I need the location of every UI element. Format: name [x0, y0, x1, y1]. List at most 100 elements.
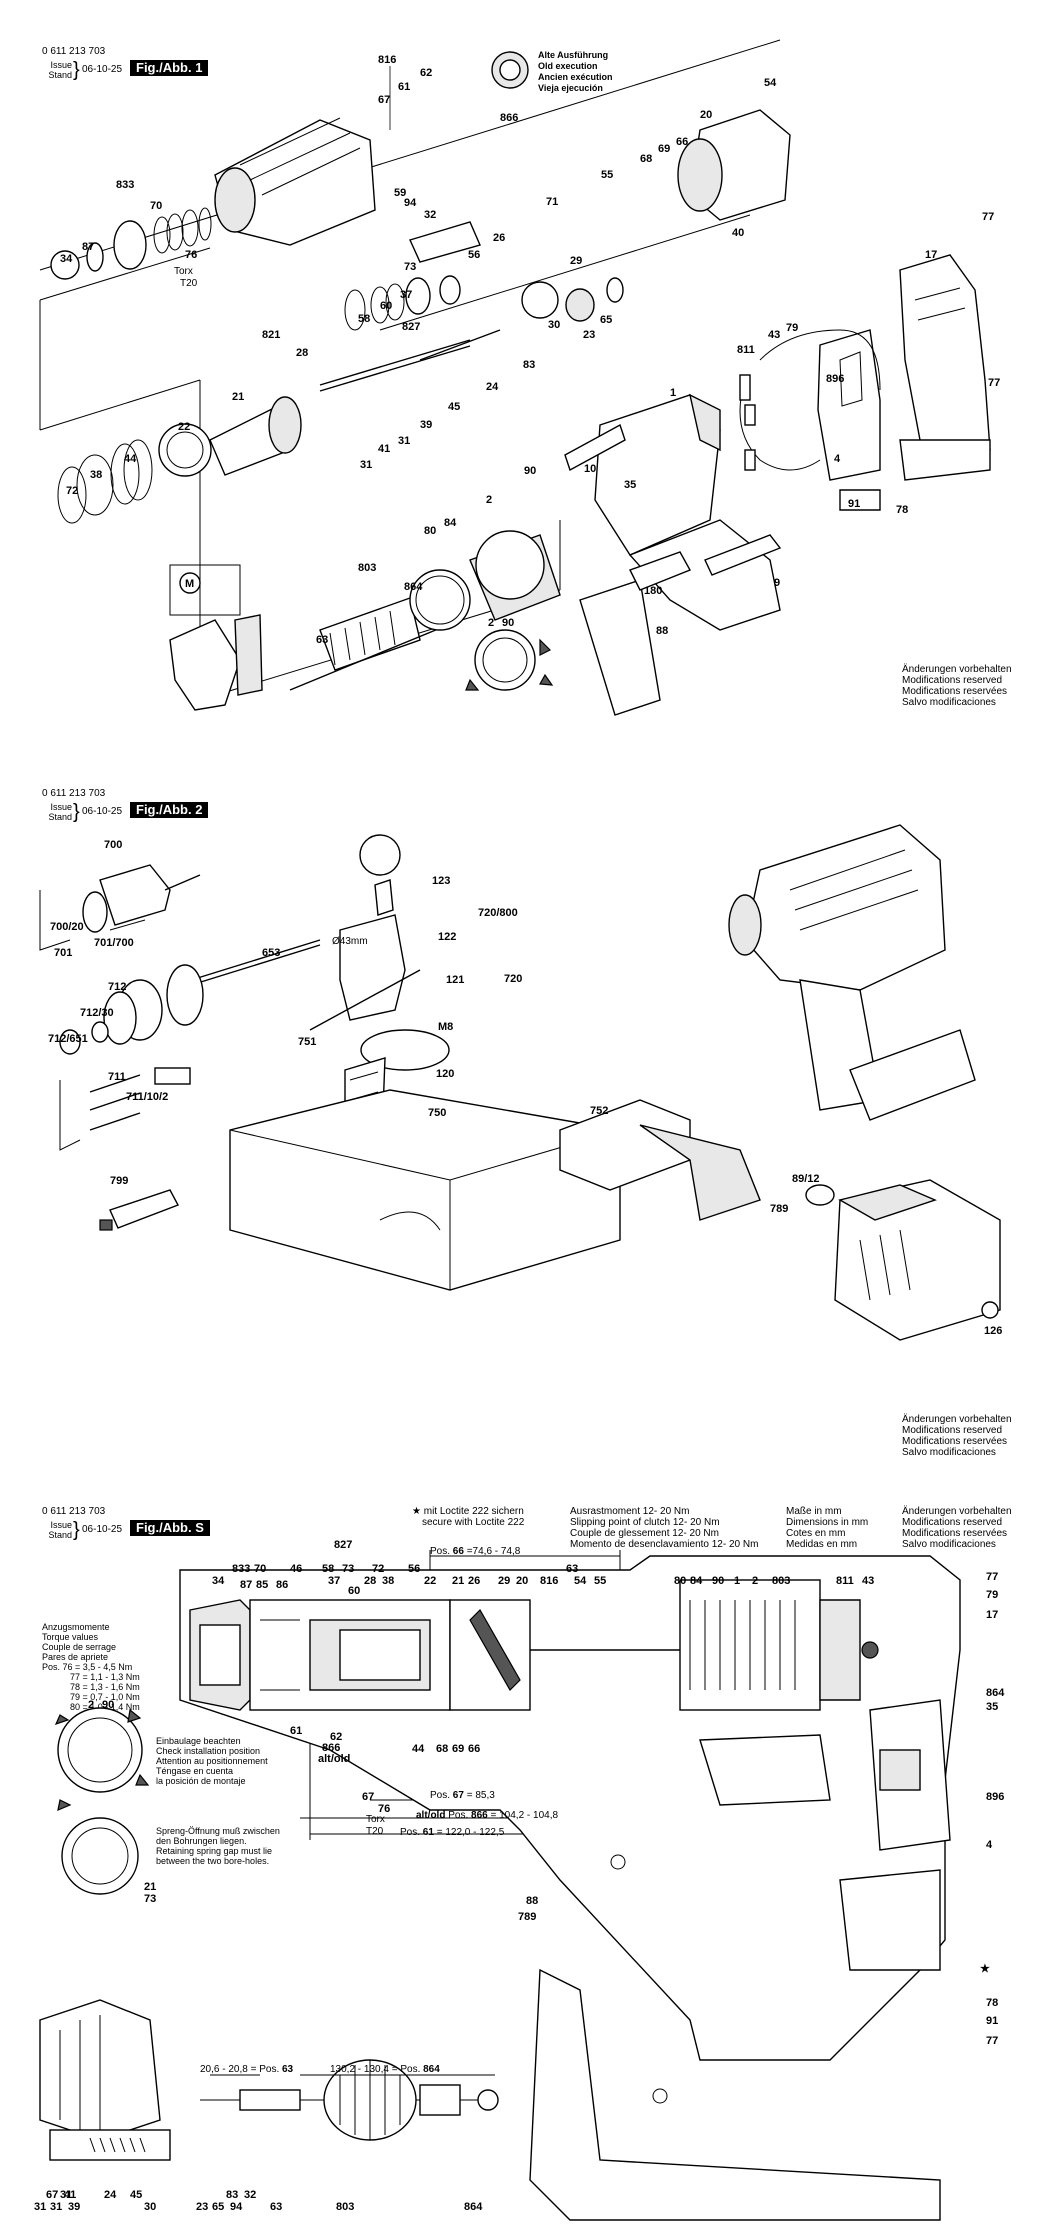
svg-text:701/700: 701/700 — [94, 937, 134, 949]
svg-text:31: 31 — [398, 435, 410, 447]
svg-text:120: 120 — [436, 1068, 454, 1080]
svg-text:71: 71 — [546, 196, 558, 208]
svg-text:789: 789 — [518, 1911, 536, 1923]
svg-text:653: 653 — [262, 947, 280, 959]
torque-values: Anzugsmomente Torque values Couple de se… — [42, 1622, 140, 1712]
svg-text:45: 45 — [448, 401, 460, 413]
svg-text:91: 91 — [986, 2015, 998, 2027]
svg-text:67: 67 — [362, 1791, 374, 1803]
svg-text:60: 60 — [380, 300, 392, 312]
svg-text:79: 79 — [786, 322, 798, 334]
svg-text:811: 811 — [737, 344, 755, 356]
svg-text:90: 90 — [524, 465, 536, 477]
svg-text:66: 66 — [468, 1743, 480, 1755]
svg-text:821: 821 — [262, 329, 280, 341]
svg-text:55: 55 — [601, 169, 613, 181]
svg-text:711/10/2: 711/10/2 — [126, 1091, 168, 1103]
svg-text:43: 43 — [768, 329, 780, 341]
svg-text:4: 4 — [986, 1839, 993, 1851]
svg-text:35: 35 — [624, 479, 636, 491]
svg-text:1: 1 — [670, 387, 676, 399]
svg-text:77: 77 — [988, 377, 1000, 389]
modifications-note-s: Änderungen vorbehalten Modifications res… — [902, 1506, 1012, 1550]
svg-text:67: 67 — [46, 2189, 58, 2201]
spring-gap-note: Spreng-Öffnung muß zwischen den Bohrunge… — [156, 1826, 280, 1866]
svg-text:61: 61 — [290, 1725, 302, 1737]
svg-text:17: 17 — [925, 249, 937, 261]
svg-text:M8: M8 — [438, 1021, 453, 1033]
svg-text:32: 32 — [424, 209, 436, 221]
svg-text:Ø43mm: Ø43mm — [332, 936, 368, 947]
svg-text:68: 68 — [436, 1743, 448, 1755]
svg-text:41: 41 — [64, 2189, 76, 2201]
svg-text:712/30: 712/30 — [80, 1007, 114, 1019]
svg-text:866: 866 — [322, 1742, 340, 1754]
svg-text:72: 72 — [372, 1563, 384, 1575]
svg-text:22: 22 — [424, 1575, 436, 1587]
svg-text:90: 90 — [712, 1575, 724, 1587]
svg-text:44: 44 — [124, 453, 137, 465]
svg-text:30: 30 — [548, 319, 560, 331]
svg-text:126: 126 — [984, 1325, 1002, 1337]
svg-text:38: 38 — [382, 1575, 394, 1587]
svg-text:24: 24 — [486, 381, 499, 393]
svg-text:751: 751 — [298, 1036, 316, 1048]
svg-text:22: 22 — [178, 421, 190, 433]
figure-2-accessories — [39, 824, 1001, 1341]
svg-text:712: 712 — [108, 981, 126, 993]
install-position-note: Einbaulage beachten Check installation p… — [156, 1736, 268, 1786]
svg-text:73: 73 — [342, 1563, 354, 1575]
svg-text:83: 83 — [523, 359, 535, 371]
svg-text:811: 811 — [836, 1575, 854, 1587]
svg-text:M: M — [185, 578, 194, 590]
svg-text:864: 864 — [986, 1687, 1005, 1699]
svg-text:37: 37 — [400, 289, 412, 301]
svg-text:21: 21 — [452, 1575, 464, 1587]
issue-date: 06-10-25 — [82, 806, 123, 817]
svg-text:84: 84 — [690, 1575, 703, 1587]
svg-text:77: 77 — [982, 211, 994, 223]
svg-text:20: 20 — [700, 109, 712, 121]
svg-text:65: 65 — [212, 2201, 224, 2213]
svg-text:62: 62 — [330, 1731, 342, 1743]
svg-text:66: 66 — [676, 136, 688, 148]
svg-text:78: 78 — [986, 1997, 998, 2009]
svg-text:32: 32 — [244, 2189, 256, 2201]
svg-text:827: 827 — [334, 1539, 352, 1551]
svg-text:77: 77 — [986, 1571, 998, 1583]
svg-text:720/800: 720/800 — [478, 907, 518, 919]
svg-text:121: 121 — [446, 974, 464, 986]
svg-text:21: 21 — [144, 1881, 156, 1893]
svg-text:803: 803 — [336, 2201, 354, 2213]
svg-text:39: 39 — [68, 2201, 80, 2213]
svg-text:54: 54 — [764, 77, 777, 89]
svg-text:2: 2 — [486, 494, 492, 506]
svg-text:833: 833 — [116, 179, 134, 191]
figure-s-labels: Pos. 66 =74,6 - 74,8 827 833 70 46 58 73… — [34, 1539, 1005, 2213]
svg-text:866: 866 — [500, 112, 518, 124]
svg-text:896: 896 — [986, 1791, 1004, 1803]
svg-text:72: 72 — [66, 485, 78, 497]
svg-text:23: 23 — [583, 329, 595, 341]
svg-text:2: 2 — [88, 1699, 94, 1711]
svg-text:130,2 - 130,4 = Pos. 864: 130,2 - 130,4 = Pos. 864 — [330, 2064, 440, 2075]
doc-number: 0 611 213 703 — [42, 1506, 106, 1517]
figure-s-title: Fig./Abb. S — [130, 1520, 210, 1536]
svg-text:752: 752 — [590, 1105, 608, 1117]
svg-text:59: 59 — [394, 187, 406, 199]
svg-text:68: 68 — [640, 153, 652, 165]
svg-text:alt/old Pos. 866 = 104,2 - 104: alt/old Pos. 866 = 104,2 - 104,8 — [416, 1810, 558, 1821]
modifications-note-1: Änderungen vorbehalten Modifications res… — [902, 664, 1012, 708]
svg-text:31: 31 — [34, 2201, 46, 2213]
svg-text:88: 88 — [526, 1895, 538, 1907]
svg-text:56: 56 — [408, 1563, 420, 1575]
svg-text:26: 26 — [493, 232, 505, 244]
svg-text:803: 803 — [358, 562, 376, 574]
svg-text:799: 799 — [110, 1175, 128, 1187]
issue-brace: } — [73, 59, 80, 81]
svg-text:alt/old: alt/old — [318, 1753, 350, 1765]
